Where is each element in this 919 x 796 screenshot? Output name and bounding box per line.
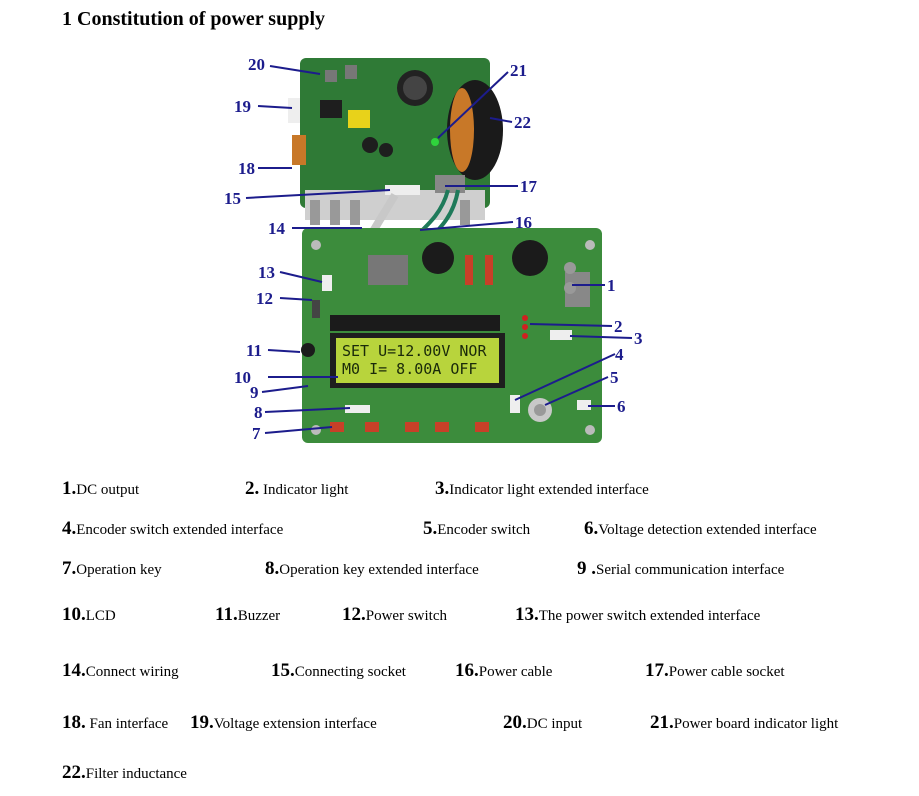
callout-21: 21 (510, 61, 527, 80)
legend-item-6: 6.Voltage detection extended interface (584, 518, 817, 539)
legend-item-5: 5.Encoder switch (423, 518, 531, 539)
callout-6: 6 (617, 397, 626, 416)
callout-13: 13 (258, 263, 275, 282)
legend-item-16: 16.Power cable (455, 660, 553, 681)
legend-item-3: 3.Indicator light extended interface (435, 478, 649, 499)
callout-20: 20 (248, 55, 265, 74)
callout-14: 14 (268, 219, 286, 238)
callout-15: 15 (224, 189, 241, 208)
callout-12: 12 (256, 289, 273, 308)
legend-item-21: 21.Power board indicator light (650, 712, 839, 733)
legend-item-11: 11.Buzzer (215, 604, 281, 625)
callout-8: 8 (254, 403, 263, 422)
legend-item-17: 17.Power cable socket (645, 660, 785, 681)
callout-1: 1 (607, 276, 616, 295)
legend-item-8: 8.Operation key extended interface (265, 558, 479, 579)
callout-19: 19 (234, 97, 251, 116)
callout-16: 16 (515, 213, 532, 232)
legend-item-4: 4.Encoder switch extended interface (62, 518, 284, 539)
legend-item-7: 7.Operation key (62, 558, 162, 579)
callout-18: 18 (238, 159, 255, 178)
callout-22: 22 (514, 113, 531, 132)
legend-item-9: 9 .Serial communication interface (577, 558, 785, 579)
page-title: 1 Constitution of power supply (62, 8, 326, 30)
callout-2: 2 (614, 317, 623, 336)
callout-9: 9 (250, 383, 259, 402)
legend-item-1: 1.DC output (62, 478, 140, 499)
callout-11: 11 (246, 341, 262, 360)
callout-3: 3 (634, 329, 643, 348)
legend-item-19: 19.Voltage extension interface (190, 712, 377, 733)
legend-item-2: 2. Indicator light (245, 478, 349, 499)
callout-10: 10 (234, 368, 251, 387)
lcd-line-1: SET U=12.00V NOR (342, 342, 487, 360)
legend-item-15: 15.Connecting socket (271, 660, 406, 681)
legend-item-13: 13.The power switch extended interface (515, 604, 761, 625)
power-supply-photo: SET U=12.00V NOR M0 I= 8.00A OFF (220, 50, 660, 445)
legend-item-20: 20.DC input (503, 712, 583, 733)
callout-17: 17 (520, 177, 538, 196)
legend-item-10: 10.LCD (62, 604, 116, 625)
callout-7: 7 (252, 424, 261, 443)
legend-item-12: 12.Power switch (342, 604, 447, 625)
callout-4: 4 (615, 345, 624, 364)
legend-item-22: 22.Filter inductance (62, 762, 187, 783)
control-board: SET U=12.00V NOR M0 I= 8.00A OFF (301, 228, 602, 443)
lcd-line-2: M0 I= 8.00A OFF (342, 360, 477, 378)
legend-item-14: 14.Connect wiring (62, 660, 179, 681)
callout-5: 5 (610, 368, 619, 387)
legend-item-18: 18. Fan interface (62, 712, 169, 733)
